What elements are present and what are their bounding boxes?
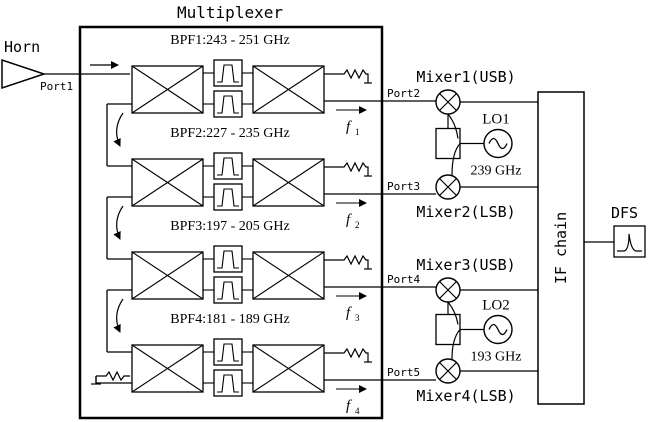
- multiplexer-title: Multiplexer: [177, 3, 283, 22]
- mixer-2: Mixer2(LSB): [416, 174, 538, 221]
- termination-resistor-icon: [324, 347, 369, 362]
- frequency-subscript: 2: [355, 220, 360, 230]
- if-chain-label: IF chain: [552, 212, 570, 284]
- lo-line: [451, 143, 461, 176]
- coupler-cross: [131, 251, 204, 300]
- mixer-label: Mixer3(USB): [416, 256, 515, 274]
- coupler-cross: [131, 344, 204, 393]
- termination-resistor-icon: [324, 161, 369, 176]
- mixer-label: Mixer4(LSB): [416, 387, 515, 405]
- bandpass-icon: [217, 95, 239, 114]
- through-signal-arrow: [113, 298, 124, 333]
- mixer-3: Mixer3(USB): [416, 256, 538, 303]
- bandpass-icon: [217, 374, 239, 393]
- bpf-label: BPF4:181 - 189 GHz: [170, 312, 289, 327]
- bandpass-icon: [217, 64, 239, 83]
- multiplexer-enclosure: [78, 25, 384, 420]
- mixer-cross: [439, 178, 457, 196]
- lo-line: [447, 301, 459, 325]
- port-label: Port3: [387, 180, 420, 193]
- port-label: Port5: [387, 366, 420, 379]
- dfs-box: [613, 225, 646, 258]
- coupler-cross: [252, 65, 325, 114]
- bandpass-icon: [217, 188, 239, 207]
- mixer-cross: [439, 362, 457, 380]
- port1-label: Port1: [40, 80, 73, 93]
- hybrid-coupler-left: [131, 158, 204, 207]
- coupler-cross: [131, 65, 204, 114]
- hybrid-coupler-left: [131, 251, 204, 300]
- sine-wave-icon: [488, 137, 508, 150]
- bandpass-icon: [217, 250, 239, 269]
- hybrid-coupler-left: [131, 65, 204, 114]
- lo-label: LO2: [482, 298, 510, 314]
- mixer-cross: [439, 281, 457, 299]
- mixer-4: Mixer4(LSB): [416, 358, 538, 405]
- sine-wave-icon: [488, 323, 508, 336]
- coupler-cross: [252, 344, 325, 393]
- frequency-label: f: [346, 398, 352, 414]
- mixer-label: Mixer2(LSB): [416, 203, 515, 221]
- dfs-label: DFS: [611, 204, 638, 222]
- frequency-subscript: 4: [355, 406, 360, 416]
- hybrid-coupler-right: [252, 251, 325, 300]
- frequency-label: f: [346, 305, 352, 321]
- through-signal-arrow: [113, 205, 124, 240]
- bpf-label: BPF2:227 - 235 GHz: [170, 126, 289, 141]
- lo-frequency: 193 GHz: [471, 350, 522, 365]
- termination-resistor-icon: [324, 68, 369, 83]
- bpf-label: BPF1:243 - 251 GHz: [170, 33, 289, 48]
- lo-label: LO1: [482, 112, 510, 128]
- port-label: Port4: [387, 273, 420, 286]
- frequency-subscript: 3: [355, 313, 360, 323]
- lo-line: [451, 329, 461, 360]
- frequency-subscript: 1: [355, 127, 360, 137]
- dfs-spectrum-icon: [617, 233, 642, 252]
- hybrid-coupler-right: [252, 158, 325, 207]
- mixer-label: Mixer1(USB): [416, 68, 515, 86]
- lo-frequency: 239 GHz: [471, 164, 522, 179]
- frequency-label: f: [346, 212, 352, 228]
- bandpass-icon: [217, 343, 239, 362]
- coupler-cross: [252, 251, 325, 300]
- termination-resistor-icon: [96, 370, 130, 382]
- termination-resistor-icon: [324, 254, 369, 269]
- horn-icon: [1, 58, 47, 90]
- coupler-cross: [252, 158, 325, 207]
- hybrid-coupler-right: [252, 65, 325, 114]
- hybrid-coupler-right: [252, 344, 325, 393]
- local-oscillator-2: LO2 193 GHz: [435, 298, 522, 365]
- lo-line: [447, 113, 459, 139]
- through-signal-arrow: [113, 112, 124, 147]
- horn-label: Horn: [4, 38, 40, 56]
- bandpass-icon: [217, 281, 239, 300]
- port-label: Port2: [387, 87, 420, 100]
- mixer-1: Mixer1(USB): [416, 68, 538, 115]
- bandpass-icon: [217, 157, 239, 176]
- hybrid-coupler-left: [131, 344, 204, 393]
- local-oscillator-1: LO1 239 GHz: [435, 112, 522, 179]
- coupler-cross: [131, 158, 204, 207]
- frequency-label: f: [346, 119, 352, 135]
- if-chain-box: [537, 91, 585, 405]
- bpf-label: BPF3:197 - 205 GHz: [170, 219, 289, 234]
- mixer-cross: [439, 93, 457, 111]
